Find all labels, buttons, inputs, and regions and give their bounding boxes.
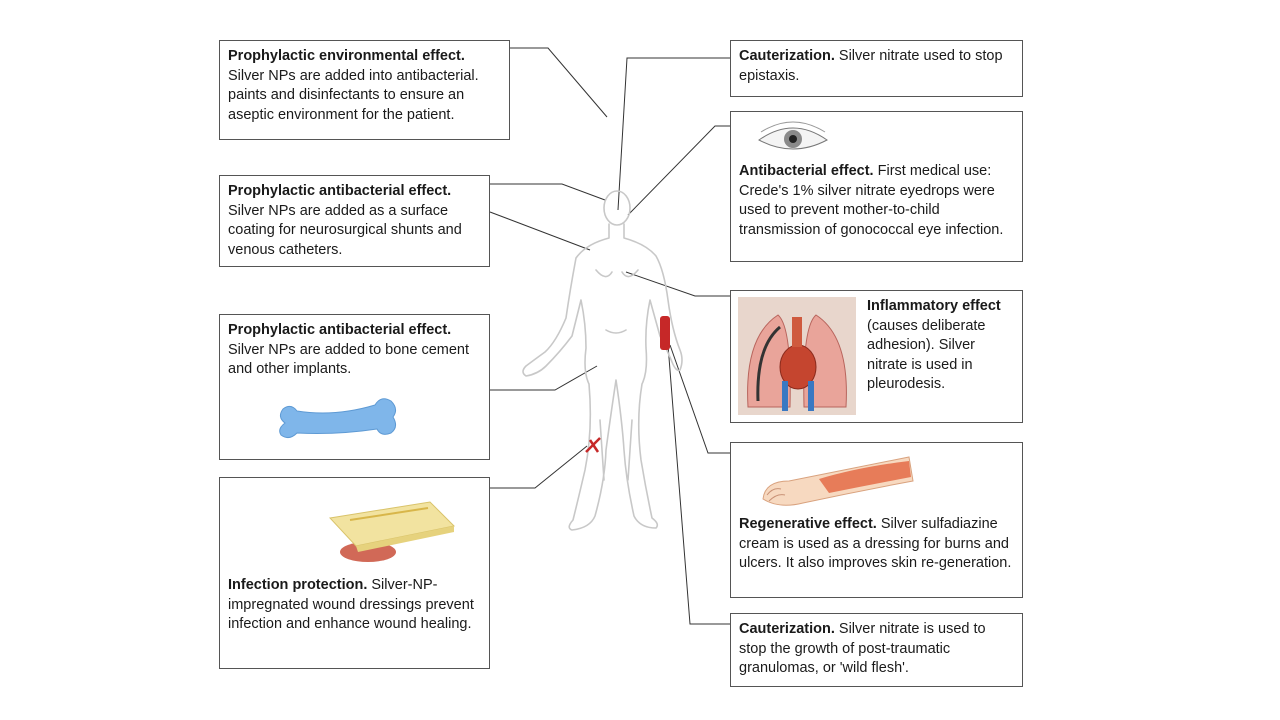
- box-shunts-text: Silver NPs are added as a surface coatin…: [228, 202, 462, 258]
- eye-icon: [758, 121, 828, 150]
- body-abdomen-line: [605, 329, 627, 334]
- box-epistaxis-text: Silver nitrate used to stop epistaxis.: [739, 48, 1003, 84]
- body-head: [603, 190, 631, 226]
- connector-wound: [490, 445, 588, 489]
- box-epistaxis: Cauterization. Silver nitrate used to st…: [730, 40, 1023, 97]
- box-eye-title: Antibacterial effect.: [739, 163, 874, 179]
- box-granuloma-text: Silver nitrate is used to stop the growt…: [739, 621, 986, 676]
- box-wound-effect: Infection protection. Silver-NP-impregna…: [219, 477, 490, 669]
- box-granuloma: Cauterization. Silver nitrate is used to…: [730, 613, 1023, 687]
- box-bone-text: Silver NPs are added to bone cement and …: [228, 341, 469, 378]
- connector-shunts-2: [489, 211, 591, 251]
- box-pleuro-title: Inflammatory effect: [867, 298, 1001, 314]
- wound-dressing-icon: [328, 501, 456, 562]
- connector-eye: [627, 125, 730, 216]
- leg-wound-marker: [585, 437, 601, 453]
- box-env-text: Silver NPs are added into antibacterial.…: [228, 67, 479, 123]
- box-regenerative-effect: Regenerative effect. Silver sulfadiazine…: [730, 442, 1023, 598]
- connector-granuloma: [667, 344, 730, 625]
- connector-epistaxis: [617, 57, 730, 211]
- body-right-thigh: [627, 419, 633, 481]
- box-pleuro-text: (causes deliberate adhesion). Silver nit…: [867, 317, 986, 393]
- box-regen-text: Silver sulfadiazine cream is used as a d…: [739, 516, 1012, 571]
- body-left-thigh: [599, 419, 605, 481]
- connector-bone: [490, 365, 598, 391]
- box-eye-effect: Antibacterial effect. First medical use:…: [730, 111, 1023, 262]
- box-bone-effect: Prophylactic antibacterial effect. Silve…: [219, 314, 490, 460]
- body-chest-lines: [595, 269, 639, 278]
- body-torso: [522, 223, 683, 531]
- box-env-title: Prophylactic environmental effect.: [228, 48, 465, 64]
- box-shunts-title: Prophylactic antibacterial effect.: [228, 183, 452, 199]
- lungs-heart-icon: [738, 297, 856, 415]
- box-eye-text: First medical use: Crede's 1% silver nit…: [739, 163, 1004, 238]
- box-epistaxis-title: Cauterization.: [739, 48, 835, 64]
- box-wound-title: Infection protection.: [228, 577, 368, 593]
- box-granuloma-title: Cauterization.: [739, 621, 835, 637]
- box-regen-title: Regenerative effect.: [739, 516, 877, 532]
- box-shunts-effect: Prophylactic antibacterial effect. Silve…: [219, 175, 490, 267]
- connector-pleuro: [625, 271, 730, 297]
- connector-regen: [669, 344, 730, 454]
- box-wound-text: Silver-NP-impregnated wound dressings pr…: [228, 577, 474, 632]
- arm-catheter-marker: [660, 316, 670, 350]
- connector-shunts: [490, 183, 606, 201]
- bone-icon: [279, 398, 397, 439]
- connector-env: [510, 47, 608, 118]
- box-bone-title: Prophylactic antibacterial effect.: [228, 322, 452, 338]
- arm-burn-icon: [762, 456, 914, 506]
- box-pleurodesis-effect: Inflammatory effect (causes deliberate a…: [730, 290, 1023, 423]
- box-environmental-effect: Prophylactic environmental effect. Silve…: [219, 40, 510, 140]
